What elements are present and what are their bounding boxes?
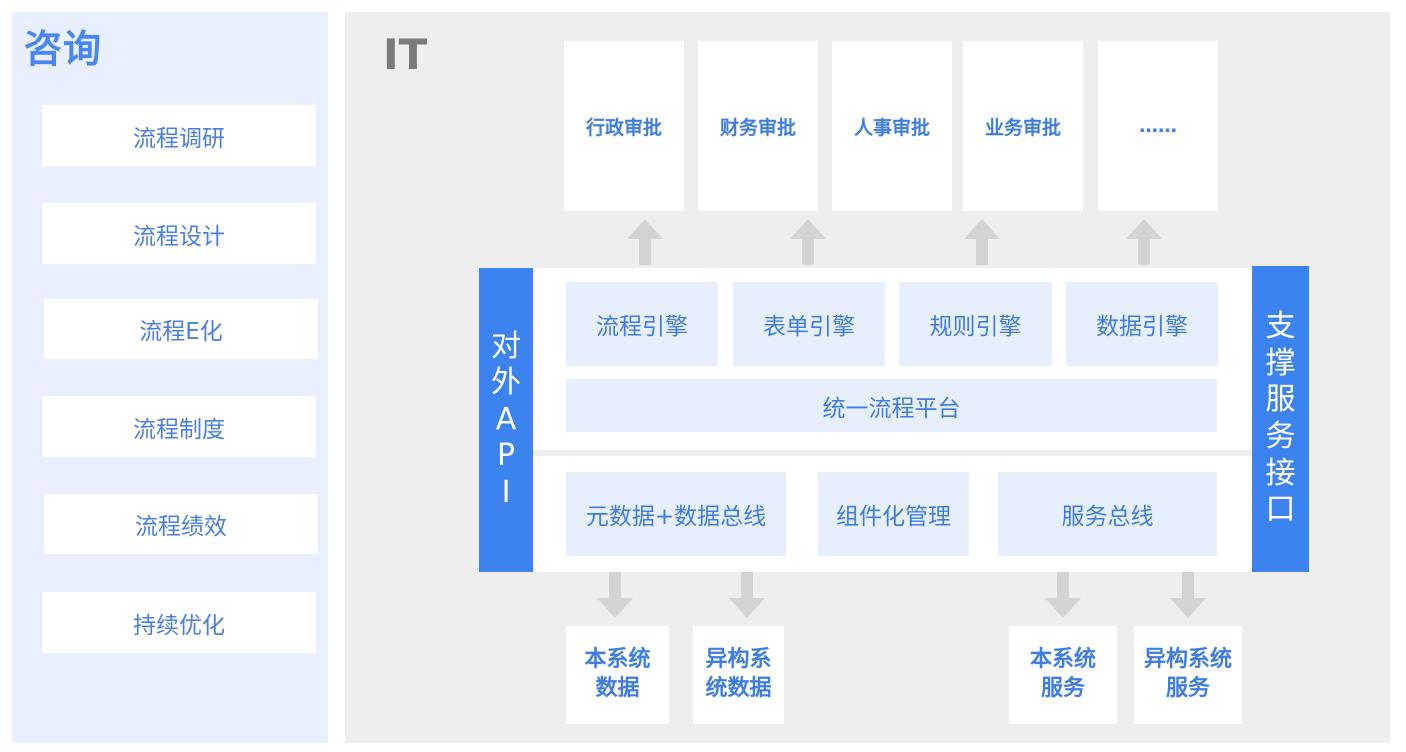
box-line: 本系统	[1029, 647, 1096, 673]
consulting-item-digitalize: 流程E化	[44, 299, 318, 359]
local-system-data: 本系统数据	[566, 626, 669, 724]
box-line: 统数据	[705, 676, 772, 701]
box-line: 服务	[1040, 676, 1085, 701]
it-title: IT	[383, 30, 428, 79]
approval-business: 业务审批	[963, 41, 1083, 211]
support-interface-char: 服	[1265, 382, 1296, 418]
external-api-char: 外	[491, 365, 521, 401]
component-management: 组件化管理	[818, 472, 969, 556]
support-service-interface-bar: 支 撑 服 务 接 口	[1252, 266, 1309, 572]
metadata-data-bus: 元数据+数据总线	[566, 472, 786, 556]
approval-hr: 人事审批	[832, 41, 952, 211]
external-api-char: I	[501, 474, 511, 510]
box-line: 异构系统	[1143, 647, 1232, 673]
engine-form: 表单引擎	[733, 282, 885, 366]
arrow-down-icon	[597, 572, 633, 618]
support-interface-char: 接	[1265, 455, 1296, 491]
consulting-title: 咨询	[24, 27, 103, 71]
support-interface-char: 撑	[1265, 345, 1296, 381]
external-api-char: 对	[491, 328, 521, 364]
external-api-char: A	[495, 401, 517, 437]
consulting-item-research: 流程调研	[42, 105, 316, 166]
arrow-down-icon	[1045, 572, 1081, 618]
engine-rule: 规则引擎	[899, 282, 1052, 366]
external-api-bar: 对 外 A P I	[479, 268, 533, 572]
engine-process: 流程引擎	[566, 282, 718, 366]
arrow-up-icon	[964, 219, 1000, 265]
approval-finance: 财务审批	[698, 41, 818, 211]
support-interface-char: 务	[1265, 419, 1296, 454]
box-line: 数据	[595, 676, 640, 701]
heterogeneous-system-data: 异构系统数据	[693, 626, 784, 724]
box-line: 异构系	[705, 647, 772, 673]
service-bus: 服务总线	[998, 472, 1217, 556]
consulting-item-policy: 流程制度	[42, 396, 316, 457]
box-line: 本系统	[584, 647, 651, 673]
engine-data: 数据引擎	[1066, 282, 1218, 366]
arrow-down-icon	[1170, 572, 1206, 618]
support-interface-char: 支	[1265, 309, 1296, 345]
consulting-item-performance: 流程绩效	[44, 494, 318, 554]
external-api-char: P	[496, 438, 516, 474]
approval-admin: 行政审批	[564, 41, 684, 211]
arrow-up-icon	[627, 219, 663, 265]
approval-more: ……	[1098, 41, 1218, 211]
support-interface-char: 口	[1265, 492, 1296, 528]
heterogeneous-system-service: 异构系统服务	[1134, 626, 1242, 724]
consulting-item-design: 流程设计	[42, 203, 316, 264]
arrow-up-icon	[790, 219, 826, 265]
local-system-service: 本系统服务	[1009, 626, 1117, 724]
arrow-up-icon	[1126, 219, 1162, 265]
consulting-item-optimization: 持续优化	[42, 592, 316, 653]
divider	[532, 450, 1252, 456]
unified-process-platform: 统一流程平台	[566, 379, 1217, 432]
arrow-down-icon	[729, 572, 765, 618]
box-line: 服务	[1165, 676, 1210, 701]
